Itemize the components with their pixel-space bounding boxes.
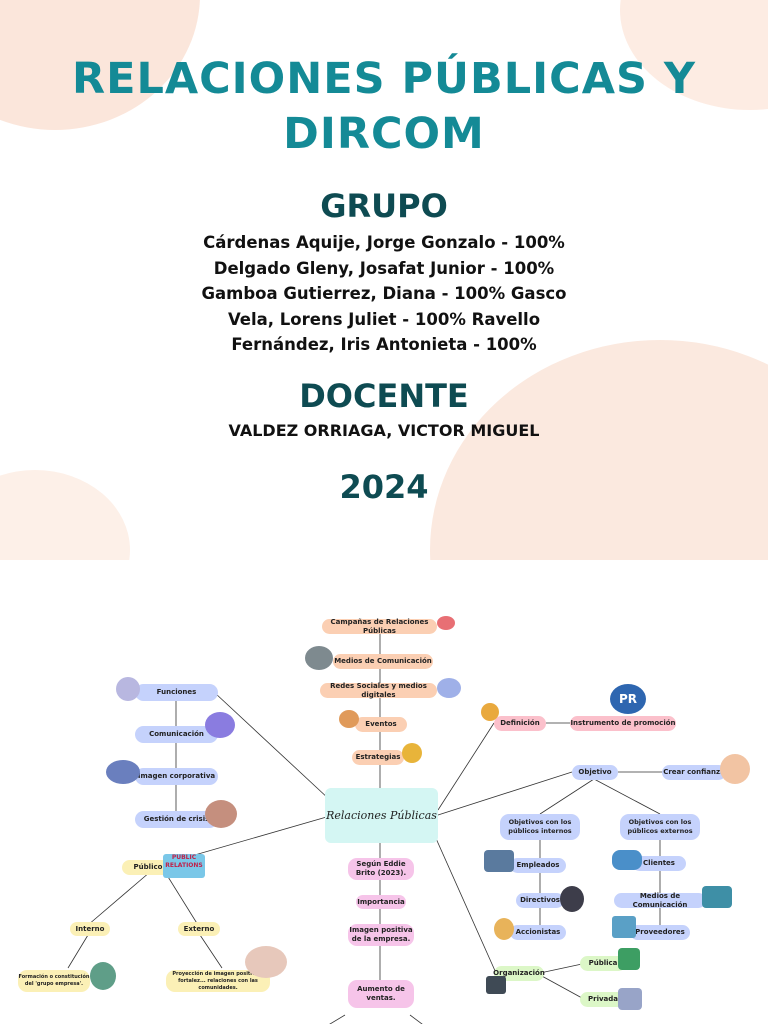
node-sales: Aumento de ventas. [348,980,414,1008]
node-internal-objectives: Objetivos con los públicos internos [500,814,580,840]
directors-icon [560,886,584,912]
mind-map: Campañas de Relaciones Públicas Medios d… [0,560,768,1024]
decor-blob-bottomright [430,340,768,560]
connector-lines [67,628,664,1024]
node-public-org: Pública [580,956,626,971]
supplier-icon [612,916,636,938]
monitor-icon [702,886,732,908]
member-item: Fernández, Iris Antonieta - 100% [231,335,537,354]
member-item: Gamboa Gutierrez, Diana - 100% Gasco [201,284,567,303]
strategy-icon [402,743,422,763]
node-definition: Definición [494,716,546,731]
member-item: Delgado Gleny, Josafat Junior - 100% [213,258,555,278]
node-media-right: Medios de Comunicación [614,892,706,909]
center-node: Relaciones Públicas [325,788,438,843]
node-media: Medios de Comunicación [333,654,433,669]
title-line-2: DIRCOM [283,109,485,159]
node-campaigns: Campañas de Relaciones Públicas [322,618,437,635]
node-public: Público [122,860,174,875]
node-corporate-image: Imagen corporativa [135,768,218,785]
node-social-media: Redes Sociales y medios digitales [320,682,437,699]
title-line-1: RELACIONES PÚBLICAS Y [71,54,697,104]
year: 2024 [339,468,429,506]
pr-badge-icon: PR [610,684,646,714]
crisis-icon [205,800,237,828]
employees-icon [484,850,514,872]
node-internal: Interno [70,922,110,936]
node-employees: Empleados [510,858,566,873]
node-private-org: Privada [580,992,626,1007]
shareholders-icon [494,918,514,940]
team-icon [106,760,140,784]
node-suppliers: Proveedores [630,925,690,940]
event-icon [339,710,359,728]
node-source: Según Eddie Brito (2023). [348,858,414,880]
node-events: Eventos [355,717,407,732]
teacher-name: VALDEZ ORRIAGA, VICTOR MIGUEL [228,421,540,440]
public-relations-badge: PUBLIC RELATIONS [163,854,205,878]
cover-page: RELACIONES PÚBLICAS Y DIRCOM GRUPO Cárde… [0,0,768,560]
pr-icon [481,703,499,721]
house-icon [618,948,640,970]
community-icon [245,946,287,978]
megaphone-icon [437,616,455,630]
group-heading: GRUPO [320,187,448,225]
node-strategies: Estrategias [352,750,404,765]
building-icon [618,988,642,1010]
node-internal-desc: Formación o constitución del 'grupo empr… [18,970,90,992]
trust-icon [720,754,750,784]
organization-icon [486,976,506,994]
clients-icon [612,850,642,870]
communication-icon [205,712,235,738]
functions-icon [116,677,140,701]
group-icon [90,962,116,990]
node-objective: Objetivo [572,765,618,780]
member-item: Vela, Lorens Juliet - 100% Ravello [227,309,541,329]
media-devices-icon [305,646,333,670]
page-title: RELACIONES PÚBLICAS Y DIRCOM [0,52,768,162]
node-functions: Funciones [135,684,218,701]
node-positive-image: Imagen positiva de la empresa. [348,924,414,946]
node-clients: Clientes [632,856,686,871]
node-crisis: Gestión de crisis [135,811,218,828]
node-external-desc: Proyección de imagen positiva y fortalez… [166,970,270,992]
node-shareholders: Accionistas [510,925,566,940]
node-external-objectives: Objetivos con los públicos externos [620,814,700,840]
node-communication: Comunicación [135,726,218,743]
teacher-heading: DOCENTE [299,377,469,415]
members-list: Cárdenas Aquije, Jorge Gonzalo - 100% De… [0,230,768,358]
node-importance: Importancia [356,895,406,909]
node-promotion: Instrumento de promoción [570,716,676,731]
node-trust: Crear confianza [662,765,726,780]
member-item: Cárdenas Aquije, Jorge Gonzalo - 100% [203,233,565,252]
node-external: Externo [178,922,220,936]
node-organization: Organización [493,966,545,981]
social-network-icon [437,678,461,698]
node-directors: Directivos [516,893,564,908]
